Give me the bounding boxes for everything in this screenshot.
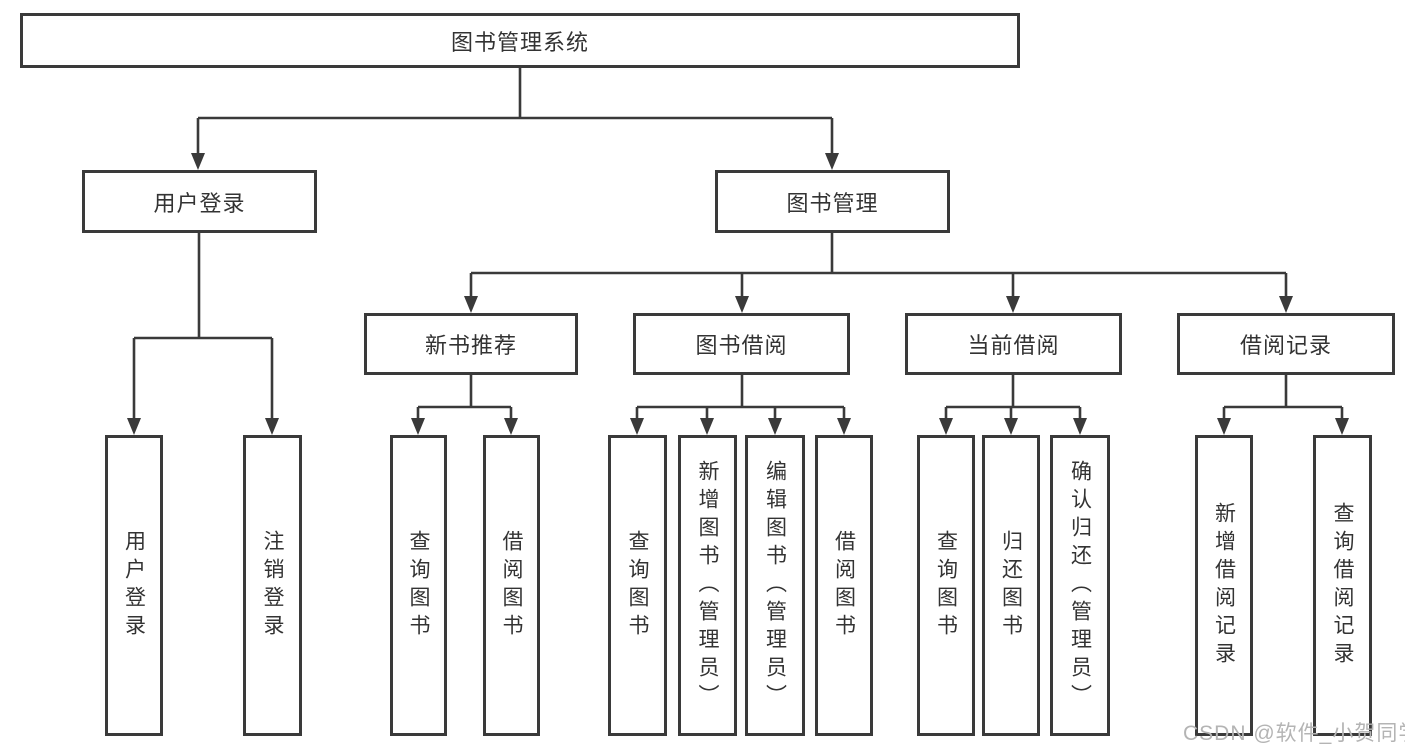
leaf-logout: 注销登录 [243, 435, 302, 736]
leaf-query-borrow-record: 查询借阅记录 [1313, 435, 1372, 736]
node-new-book-recommend: 新书推荐 [364, 313, 578, 375]
leaf-edit-book-admin-label: 编辑图书（管理员） [763, 459, 787, 712]
tree-edges [132, 68, 1344, 421]
leaf-user-login: 用户登录 [105, 435, 163, 736]
node-root-label: 图书管理系统 [450, 29, 589, 55]
node-user-login-label: 用户登录 [153, 190, 246, 216]
leaf-query-books-recommend-label: 查询图书 [407, 529, 430, 642]
node-book-borrow: 图书借阅 [633, 313, 850, 375]
leaf-return-book: 归还图书 [982, 435, 1040, 736]
leaf-query-books-current: 查询图书 [917, 435, 975, 736]
node-book-borrow-label: 图书借阅 [695, 333, 788, 358]
node-new-book-recommend-label: 新书推荐 [424, 333, 517, 358]
leaf-add-book-admin-label: 新增图书（管理员） [696, 459, 719, 712]
leaf-query-borrow-record-label: 查询借阅记录 [1331, 501, 1354, 670]
leaf-user-login-label: 用户登录 [122, 529, 146, 642]
node-user-login: 用户登录 [82, 170, 317, 233]
leaf-add-borrow-record: 新增借阅记录 [1195, 435, 1253, 736]
node-borrow-records-label: 借阅记录 [1239, 333, 1332, 358]
leaf-add-book-admin: 新增图书（管理员） [678, 435, 737, 736]
leaf-borrow-books: 借阅图书 [815, 435, 873, 736]
leaf-borrow-books-recommend-label: 借阅图书 [500, 529, 523, 642]
leaf-query-books-borrow-label: 查询图书 [626, 529, 649, 642]
leaf-add-borrow-record-label: 新增借阅记录 [1212, 501, 1236, 670]
watermark: CSDN @软件_小贺同学 [1183, 722, 1405, 745]
leaf-confirm-return-admin-label: 确认归还（管理员） [1068, 459, 1092, 712]
leaf-query-books-borrow: 查询图书 [608, 435, 667, 736]
node-current-borrow: 当前借阅 [905, 313, 1122, 375]
leaf-borrow-books-recommend: 借阅图书 [483, 435, 540, 736]
node-borrow-records: 借阅记录 [1177, 313, 1395, 375]
node-book-management-label: 图书管理 [786, 190, 879, 216]
node-root: 图书管理系统 [20, 13, 1020, 68]
leaf-query-books-current-label: 查询图书 [934, 529, 958, 642]
leaf-query-books-recommend: 查询图书 [390, 435, 447, 736]
leaf-return-book-label: 归还图书 [999, 529, 1023, 642]
node-current-borrow-label: 当前借阅 [967, 333, 1060, 358]
node-book-management: 图书管理 [715, 170, 950, 233]
leaf-edit-book-admin: 编辑图书（管理员） [745, 435, 805, 736]
leaf-borrow-books-label: 借阅图书 [832, 529, 856, 642]
leaf-confirm-return-admin: 确认归还（管理员） [1050, 435, 1110, 736]
leaf-logout-label: 注销登录 [261, 529, 284, 642]
